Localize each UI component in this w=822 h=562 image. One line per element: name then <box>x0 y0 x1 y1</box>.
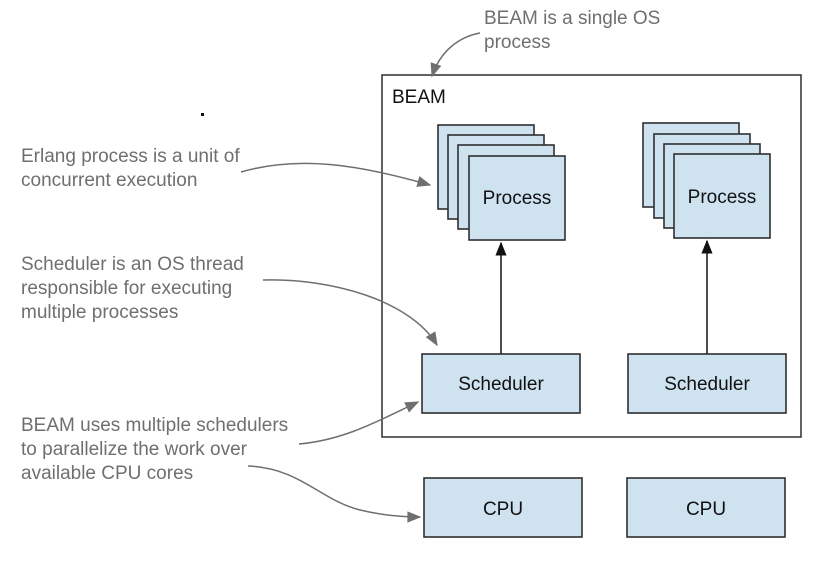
annotation-arrow-to-scheduler <box>298 401 420 445</box>
annotation-line: responsible for executing <box>21 278 232 299</box>
annotation-line: available CPU cores <box>21 463 193 484</box>
scheduler-2[interactable]: Scheduler <box>627 353 787 414</box>
process-box <box>673 153 771 239</box>
beam-container-border <box>381 74 802 438</box>
beam-container: BEAM <box>381 74 802 438</box>
annotation-line: Scheduler is an OS thread <box>21 254 244 275</box>
annotation-line: BEAM uses multiple schedulers <box>21 415 288 436</box>
annotation-line: BEAM is a single OS <box>484 8 660 29</box>
cpu-box <box>626 477 786 538</box>
cpu-1[interactable]: CPU <box>423 477 583 538</box>
annotation-arrow <box>240 162 432 187</box>
process-stack-2[interactable]: Process <box>642 122 771 239</box>
scheduler-box <box>421 353 581 414</box>
annotation-line: to parallelize the work over <box>21 439 248 460</box>
scheduler-label: Scheduler <box>664 374 750 395</box>
cpu-label: CPU <box>483 499 523 520</box>
process-box <box>468 155 566 241</box>
scheduler-1[interactable]: Scheduler <box>421 353 581 414</box>
annotation-arrow <box>430 32 481 78</box>
annotation-multiple-schedulers: BEAM uses multiple schedulers to paralle… <box>21 401 422 523</box>
process-stack-1[interactable]: Process <box>437 124 566 241</box>
scheduler-box <box>627 353 787 414</box>
process-label: Process <box>483 188 552 209</box>
annotation-arrow-to-cpu <box>247 465 422 523</box>
annotation-erlang-process: Erlang process is a unit of concurrent e… <box>21 146 432 191</box>
process-label: Process <box>688 187 757 208</box>
annotation-arrow <box>262 279 438 347</box>
annotation-line: process <box>484 32 551 53</box>
annotation-line: concurrent execution <box>21 170 197 191</box>
scheduler-label: Scheduler <box>458 374 544 395</box>
cpu-box <box>423 477 583 538</box>
cpu-label: CPU <box>686 499 726 520</box>
cpu-2[interactable]: CPU <box>626 477 786 538</box>
annotation-scheduler: Scheduler is an OS thread responsible fo… <box>21 254 438 347</box>
stray-dot <box>201 113 204 116</box>
annotation-line: Erlang process is a unit of <box>21 146 240 167</box>
annotation-beam-os-process: BEAM is a single OS process <box>430 8 660 78</box>
annotation-line: multiple processes <box>21 302 178 323</box>
beam-container-label: BEAM <box>392 87 446 108</box>
